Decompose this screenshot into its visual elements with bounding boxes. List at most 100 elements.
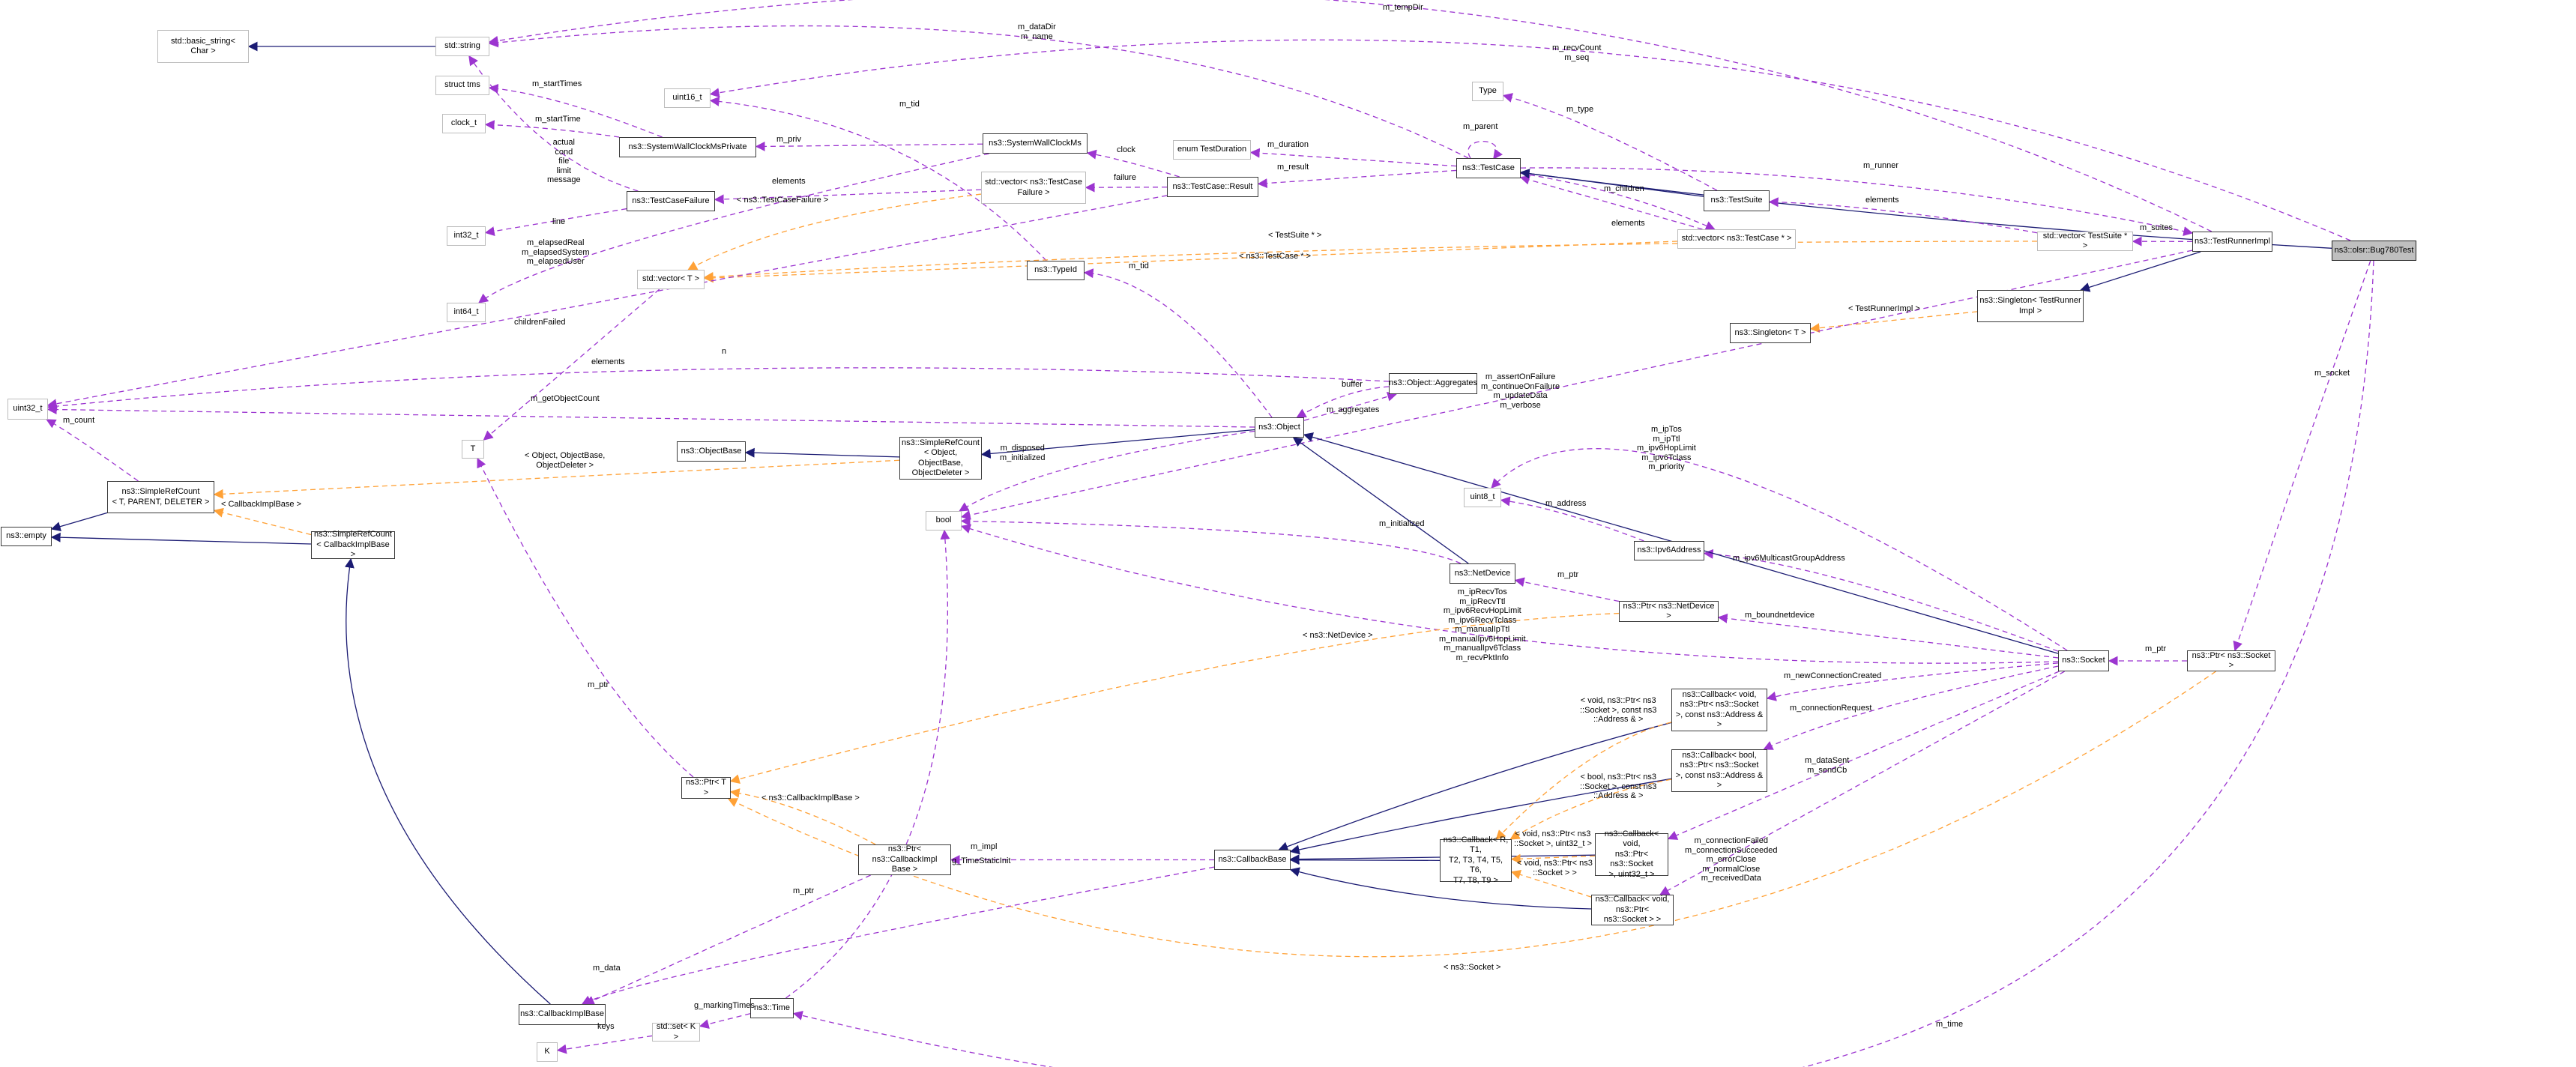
edge-label: m_data xyxy=(593,964,621,973)
class-node-basic_string[interactable]: std::basic_string< Char > xyxy=(157,30,249,63)
edge-src_obj-objectbase xyxy=(744,447,900,458)
class-node-netdevice[interactable]: ns3::NetDevice xyxy=(1450,563,1515,584)
edge-label: failure xyxy=(1114,173,1136,182)
class-node-testcase[interactable]: ns3::TestCase xyxy=(1456,158,1521,178)
class-node-tcf[interactable]: ns3::TestCaseFailure xyxy=(627,191,715,211)
edge-object-src_obj xyxy=(980,429,1255,459)
edge-object-bool xyxy=(959,430,1255,512)
class-node-testsuite[interactable]: ns3::TestSuite xyxy=(1704,190,1770,211)
edge-cbVoidAddr-cbBase xyxy=(1278,722,1672,851)
class-node-cbBoolAddr[interactable]: ns3::Callback< bool, ns3::Ptr< ns3::Sock… xyxy=(1671,749,1767,792)
class-node-cib[interactable]: ns3::CallbackImplBase xyxy=(519,1004,606,1025)
class-node-srcCIB[interactable]: ns3::SimpleRefCount < CallbackImplBase > xyxy=(311,530,395,559)
edge-label: line xyxy=(552,217,566,226)
edge-label: m_time xyxy=(1936,1020,1964,1029)
class-node-T[interactable]: T xyxy=(462,440,484,459)
class-node-enumTD[interactable]: enum TestDuration xyxy=(1173,140,1251,160)
edge-socket-cbU32 xyxy=(1667,671,2060,840)
class-node-uint16_t[interactable]: uint16_t xyxy=(664,88,711,108)
class-node-singletonTRI[interactable]: ns3::Singleton< TestRunner Impl > xyxy=(1977,290,2084,322)
edge-testcase-string xyxy=(488,25,1469,159)
class-node-ptrT[interactable]: ns3::Ptr< T > xyxy=(681,777,731,799)
class-node-K[interactable]: K xyxy=(537,1042,558,1062)
class-node-time[interactable]: ns3::Time xyxy=(750,998,794,1018)
class-node-int32_t[interactable]: int32_t xyxy=(447,226,486,246)
class-node-swcmp[interactable]: ns3::SystemWallClockMsPrivate xyxy=(619,137,756,157)
class-node-singletonT[interactable]: ns3::Singleton< T > xyxy=(1730,323,1811,343)
edge-label: m_suites xyxy=(2140,223,2174,232)
edge-setK-K xyxy=(556,1035,653,1054)
edge-cbVoid-cbR xyxy=(1510,869,1592,898)
class-node-uint8_t[interactable]: uint8_t xyxy=(1464,488,1501,507)
edge-label: < TestSuite * > xyxy=(1268,231,1322,240)
class-node-ptrCIB[interactable]: ns3::Ptr< ns3::CallbackImpl Base > xyxy=(858,844,951,875)
class-node-runner[interactable]: ns3::TestRunnerImpl xyxy=(2192,232,2272,252)
edge-ipv6addr-uint8_t xyxy=(1500,496,1644,542)
edge-runner-string xyxy=(488,0,2212,232)
class-node-object[interactable]: ns3::Object xyxy=(1255,417,1304,438)
edge-label: n xyxy=(722,347,727,356)
class-node-vecT[interactable]: std::vector< T > xyxy=(637,270,705,289)
class-node-cbBase[interactable]: ns3::CallbackBase xyxy=(1214,850,1291,870)
class-node-aggregates[interactable]: ns3::Object::Aggregates xyxy=(1389,373,1477,394)
edge-ptrT-T xyxy=(477,457,694,778)
edge-vecTS-testsuite xyxy=(1768,197,2038,234)
class-node-ipv6addr[interactable]: ns3::Ipv6Address xyxy=(1634,541,1704,560)
class-node-Type[interactable]: Type xyxy=(1472,82,1503,101)
class-node-vecTS[interactable]: std::vector< TestSuite * > xyxy=(2037,232,2133,251)
class-node-swcm[interactable]: ns3::SystemWallClockMs xyxy=(983,133,1088,154)
edge-label: m_dataDir m_name xyxy=(1018,22,1056,41)
edge-label: < TestRunnerImpl > xyxy=(1848,304,1920,313)
edge-socket-cbVoid xyxy=(1659,671,2065,895)
edge-label: elements xyxy=(591,357,625,366)
edge-swcmp-clock_t xyxy=(484,120,620,138)
edge-ptrND-ptrT xyxy=(729,612,1620,785)
edge-bug780-uint16_t xyxy=(709,39,2351,241)
edge-ptrSocket-ptrT xyxy=(727,671,2216,958)
edge-cbU32-cbR xyxy=(1510,853,1596,864)
class-node-uint32_t[interactable]: uint32_t xyxy=(7,399,48,420)
class-node-result[interactable]: ns3::TestCase::Result xyxy=(1167,177,1258,197)
edge-label: childrenFailed xyxy=(514,318,566,327)
class-node-typeid[interactable]: ns3::TypeId xyxy=(1027,261,1085,280)
edge-label: m_tid xyxy=(899,100,920,109)
edge-label: < Object, ObjectBase, ObjectDeleter > xyxy=(525,451,606,470)
class-node-ptrSocket[interactable]: ns3::Ptr< ns3::Socket > xyxy=(2187,650,2275,671)
class-node-objectbase[interactable]: ns3::ObjectBase xyxy=(677,441,746,462)
edge-label: < void, ns3::Ptr< ns3 ::Socket >, uint32… xyxy=(1514,829,1592,848)
class-node-setK[interactable]: std::set< K > xyxy=(652,1022,700,1042)
edge-srcT-uint32_t xyxy=(46,419,139,482)
edge-swcmp-tms xyxy=(488,83,663,138)
edge-runner-singletonTRI xyxy=(2080,251,2201,292)
edge-label: g_markingTimes xyxy=(694,1001,755,1010)
edge-srcCIB-srcT xyxy=(213,507,312,536)
edge-label: < ns3::NetDevice > xyxy=(1303,631,1373,640)
class-node-cbR[interactable]: ns3::Callback< R, T1, T2, T3, T4, T5, T6… xyxy=(1440,835,1512,885)
edge-label: m_type xyxy=(1566,105,1594,114)
class-node-tms[interactable]: struct tms xyxy=(435,76,489,95)
edge-object-typeid xyxy=(1083,268,1273,418)
class-node-cbVoidAddr[interactable]: ns3::Callback< void, ns3::Ptr< ns3::Sock… xyxy=(1671,689,1767,731)
edge-vecTC-vecT xyxy=(703,241,1678,283)
edge-bug780-time xyxy=(792,260,2374,1067)
class-node-clock_t[interactable]: clock_t xyxy=(442,114,486,133)
class-node-srcT[interactable]: ns3::SimpleRefCount < T, PARENT, DELETER… xyxy=(107,481,214,513)
class-node-src_obj[interactable]: ns3::SimpleRefCount < Object, ObjectBase… xyxy=(899,437,982,480)
class-node-bug780[interactable]: ns3::olsr::Bug780Test xyxy=(2332,241,2416,261)
class-node-vecTC[interactable]: std::vector< ns3::TestCase * > xyxy=(1677,229,1796,249)
class-node-socket[interactable]: ns3::Socket xyxy=(2058,650,2109,671)
edge-label: elements xyxy=(772,177,806,186)
class-node-bool[interactable]: bool xyxy=(926,511,962,531)
class-node-int64_t[interactable]: int64_t xyxy=(447,303,486,322)
class-node-cbU32[interactable]: ns3::Callback< void, ns3::Ptr< ns3::Sock… xyxy=(1595,829,1668,879)
edge-vecTC-testcase xyxy=(1519,175,1703,230)
class-node-cbVoid[interactable]: ns3::Callback< void, ns3::Ptr< ns3::Sock… xyxy=(1591,895,1674,925)
class-node-ptrND[interactable]: ns3::Ptr< ns3::NetDevice > xyxy=(1619,601,1719,622)
edge-socket-uint8_t xyxy=(1491,448,2068,651)
class-node-empty[interactable]: ns3::empty xyxy=(1,527,52,546)
edge-socket-ipv6addr xyxy=(1703,548,2059,652)
class-node-string[interactable]: std::string xyxy=(435,37,489,56)
edge-aggregates-uint32_t xyxy=(46,367,1390,411)
edge-singletonTRI-singletonT xyxy=(1809,311,1978,333)
class-node-vecTCF[interactable]: std::vector< ns3::TestCase Failure > xyxy=(981,172,1086,204)
